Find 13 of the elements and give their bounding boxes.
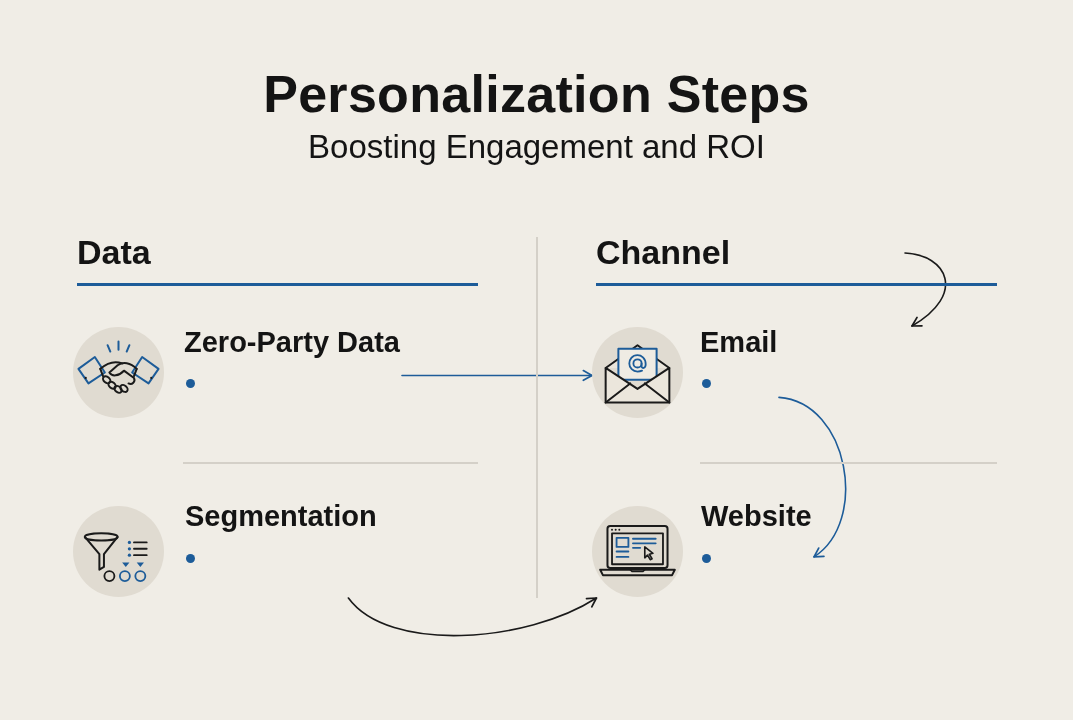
item-heading: Segmentation bbox=[185, 500, 377, 533]
subtitle: Boosting Engagement and ROI bbox=[308, 128, 765, 166]
column-heading: Data bbox=[77, 232, 151, 272]
list-item bbox=[73, 325, 402, 419]
item-heading: Email bbox=[700, 326, 778, 359]
title: Personalization Steps bbox=[263, 64, 810, 124]
curved-arrow bbox=[347, 597, 598, 637]
curved-arrow bbox=[778, 396, 847, 558]
arrow bbox=[401, 369, 593, 382]
list-item bbox=[592, 325, 779, 419]
item-heading: Zero-Party Data bbox=[184, 326, 400, 359]
item-heading: Website bbox=[701, 500, 812, 533]
column-heading: Channel bbox=[596, 232, 731, 272]
